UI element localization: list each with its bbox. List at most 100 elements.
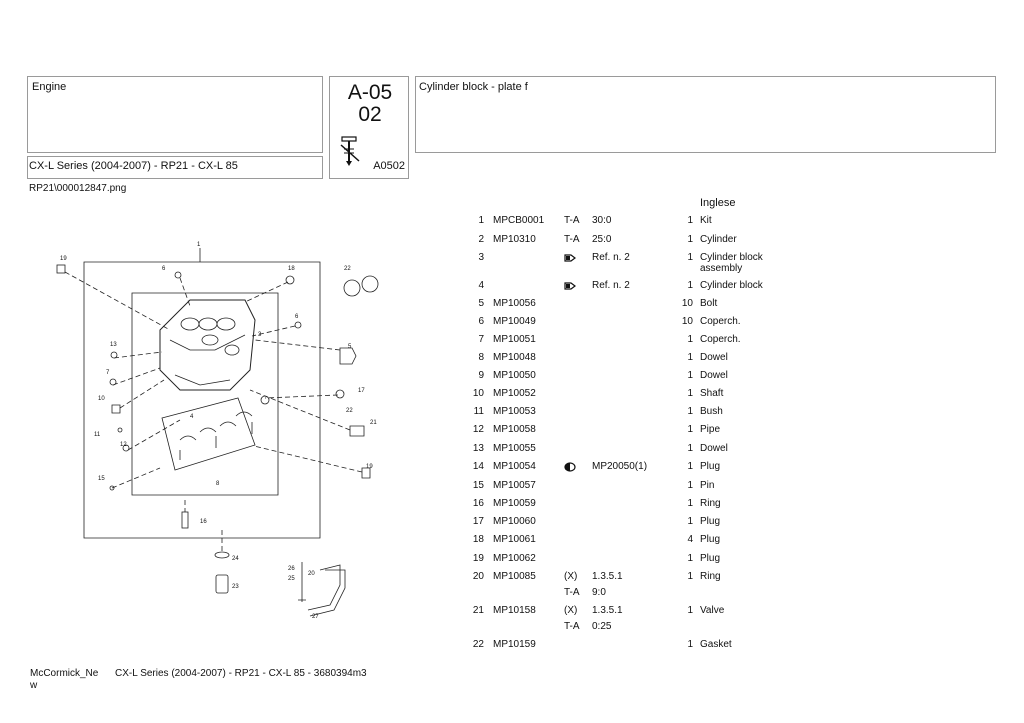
quantity: 1 bbox=[687, 334, 693, 345]
section-box: Engine bbox=[27, 76, 323, 153]
part-number: MP10057 bbox=[493, 480, 536, 491]
ref-value: 25:0 bbox=[592, 234, 612, 245]
quantity: 1 bbox=[687, 234, 693, 245]
part-number: MP10055 bbox=[493, 443, 536, 454]
diagram-label: 11 bbox=[94, 432, 101, 438]
ref-number: 22 bbox=[472, 639, 484, 650]
part-number: MP10159 bbox=[493, 639, 536, 650]
quantity: 1 bbox=[687, 480, 693, 491]
diagram-frame bbox=[83, 261, 321, 539]
engine-part-icon bbox=[340, 136, 360, 166]
diagram-label: 13 bbox=[110, 342, 117, 348]
part-number: MP10053 bbox=[493, 406, 536, 417]
quantity: 1 bbox=[687, 280, 693, 291]
quantity: 1 bbox=[687, 571, 693, 582]
diagram-label: 19 bbox=[60, 256, 67, 262]
diagram-label: 8 bbox=[216, 481, 220, 487]
part-number: MP10158 bbox=[493, 605, 536, 616]
diagram-label: 7 bbox=[106, 370, 110, 376]
arrow-ref-icon bbox=[564, 254, 576, 262]
description: Dowel bbox=[700, 443, 728, 454]
diagram-label: 6 bbox=[162, 266, 166, 272]
quantity: 1 bbox=[687, 215, 693, 226]
diagram-label: 27 bbox=[312, 614, 319, 620]
quantity: 10 bbox=[681, 316, 693, 327]
description: Kit bbox=[700, 215, 712, 226]
diagram-label: 12 bbox=[120, 442, 127, 448]
half-circle-icon bbox=[564, 462, 576, 472]
description: Ring bbox=[700, 498, 721, 509]
sub-ref-value: 9:0 bbox=[592, 587, 606, 598]
ref-number: 10 bbox=[472, 388, 484, 399]
series-box: CX-L Series (2004-2007) - RP21 - CX-L 85 bbox=[27, 156, 323, 179]
description: Pin bbox=[700, 480, 715, 491]
quantity: 1 bbox=[687, 553, 693, 564]
part-number: MP10060 bbox=[493, 516, 536, 527]
quantity: 1 bbox=[687, 516, 693, 527]
diagram-label: 5 bbox=[348, 344, 352, 350]
language-header: Inglese bbox=[700, 197, 736, 209]
page-code-ref: A0502 bbox=[373, 160, 405, 172]
quantity: 10 bbox=[681, 298, 693, 309]
sub-operation-code: T-A bbox=[564, 587, 580, 598]
diagram-label: 22 bbox=[344, 266, 351, 272]
diagram-label: 18 bbox=[288, 266, 295, 272]
description: Dowel bbox=[700, 352, 728, 363]
ref-number: 2 bbox=[478, 234, 484, 245]
description: Coperch. bbox=[700, 316, 741, 327]
ref-number: 17 bbox=[472, 516, 484, 527]
part-number: MP10058 bbox=[493, 424, 536, 435]
ref-number: 19 bbox=[472, 553, 484, 564]
description: Plug bbox=[700, 516, 721, 527]
ref-number: 8 bbox=[478, 352, 484, 363]
part-number: MP10051 bbox=[493, 334, 536, 345]
quantity: 1 bbox=[687, 639, 693, 650]
description: Bolt bbox=[700, 298, 718, 309]
part-number: MP10061 bbox=[493, 534, 536, 545]
diagram-label: 21 bbox=[370, 420, 377, 426]
diagram-label: 15 bbox=[98, 476, 105, 482]
quantity: 1 bbox=[687, 370, 693, 381]
diagram-label: 26 bbox=[288, 566, 295, 572]
part-number: MP10056 bbox=[493, 298, 536, 309]
diagram-label: 19 bbox=[366, 464, 373, 470]
quantity: 1 bbox=[687, 461, 693, 472]
footer-make: McCormick_Ne w bbox=[30, 668, 99, 691]
quantity: 4 bbox=[687, 534, 693, 545]
ref-number: 18 bbox=[472, 534, 484, 545]
ref-value: 1.3.5.1 bbox=[592, 571, 623, 582]
ref-number: 3 bbox=[478, 252, 484, 263]
footer-model: CX-L Series (2004-2007) - RP21 - CX-L 85… bbox=[115, 668, 367, 679]
ref-number: 9 bbox=[478, 370, 484, 381]
ref-number: 16 bbox=[472, 498, 484, 509]
ref-number: 11 bbox=[473, 406, 484, 417]
page-code-line2: 02 bbox=[358, 103, 382, 126]
exploded-diagram: 1 22 18 6 3 6 13 7 10 4 11 12 15 8 16 24… bbox=[56, 242, 379, 620]
description: Ring bbox=[700, 571, 721, 582]
diagram-label: 10 bbox=[98, 396, 105, 402]
diagram-label: 6 bbox=[295, 314, 299, 320]
operation-code: (X) bbox=[564, 571, 578, 582]
part-number: MP10054 bbox=[493, 461, 536, 472]
description: Bush bbox=[700, 406, 723, 417]
description: Pipe bbox=[700, 424, 721, 435]
diagram-label: 17 bbox=[358, 388, 365, 394]
quantity: 1 bbox=[687, 388, 693, 399]
ref-value: Ref. n. 2 bbox=[592, 280, 630, 291]
description: Dowel bbox=[700, 370, 728, 381]
quantity: 1 bbox=[687, 352, 693, 363]
